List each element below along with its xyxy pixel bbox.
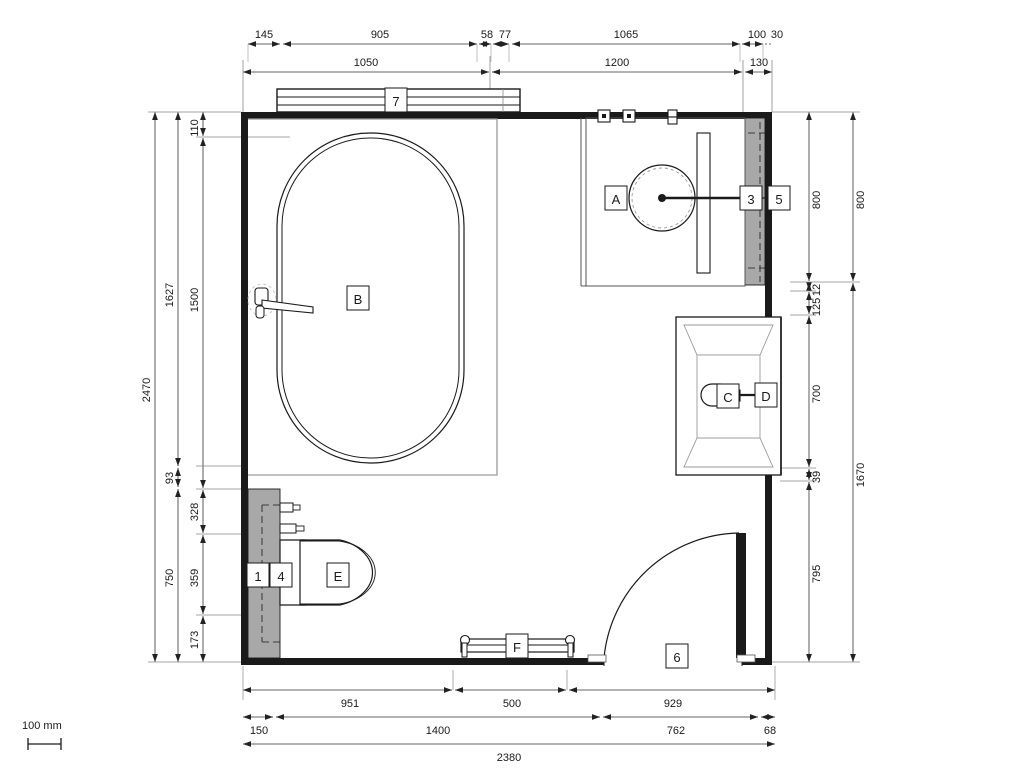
door-swing-arc: [603, 532, 740, 659]
tag-D[interactable]: D: [754, 382, 778, 408]
tag-3[interactable]: 3: [739, 185, 763, 211]
fixture-tags: A B C D E F: [326, 185, 778, 659]
dim-right-39: 39: [811, 471, 823, 483]
dim-right-125: 125: [811, 298, 823, 316]
shower-area: [580, 109, 768, 287]
dim-top-905: 905: [371, 29, 389, 41]
dimension-labels-bottom: 951 500 929 150 1400 762 68 2380: [250, 698, 776, 764]
dim-top-130: 130: [750, 57, 768, 69]
tag-5[interactable]: 5: [767, 185, 791, 211]
dim-left-1627: 1627: [164, 283, 176, 307]
tag-1-label: 1: [254, 569, 261, 584]
dimension-labels-right: 800 12 125 700 39 795 800 1670: [811, 191, 867, 583]
dim-bottom-762: 762: [667, 725, 685, 737]
tag-6[interactable]: 6: [665, 643, 689, 669]
dim-bottom-68: 68: [764, 725, 776, 737]
dim-bottom-2380: 2380: [497, 752, 521, 764]
dim-right-800: 800: [811, 191, 823, 209]
dim-right-1670: 1670: [855, 463, 867, 487]
tag-B-label: B: [354, 292, 363, 307]
door: [587, 532, 756, 663]
dimension-labels-top-outer: 145 905 58 77 1065 100 30: [255, 29, 783, 41]
dim-top-30: 30: [771, 29, 783, 41]
tag-3-label: 3: [747, 192, 754, 207]
tag-7[interactable]: 7: [384, 87, 408, 113]
tag-4[interactable]: 4: [269, 562, 293, 588]
tag-B[interactable]: B: [346, 285, 370, 311]
dim-left-2470: 2470: [141, 378, 153, 402]
tag-1[interactable]: 1: [246, 562, 270, 588]
dim-left-359: 359: [189, 569, 201, 587]
tag-A[interactable]: A: [604, 185, 628, 211]
dim-right-795: 795: [811, 565, 823, 583]
tag-D-label: D: [761, 389, 770, 404]
dim-left-750: 750: [164, 569, 176, 587]
tag-F[interactable]: F: [505, 633, 529, 659]
bathtub-platform: [248, 118, 498, 476]
tag-C[interactable]: C: [716, 383, 740, 409]
dim-right-700: 700: [811, 385, 823, 403]
bathtub-faucet: [247, 283, 314, 319]
tag-E[interactable]: E: [326, 562, 350, 588]
dimension-labels-top-inner: 1050 1200 130: [354, 57, 768, 69]
dim-top-58: 58: [481, 29, 493, 41]
dim-left-328: 328: [189, 503, 201, 521]
component-tags: 1 3 4 5 6 7: [246, 87, 791, 669]
tag-5-label: 5: [775, 192, 782, 207]
dimension-lines: [148, 41, 860, 747]
tag-F-label: F: [513, 640, 521, 655]
dim-right-outer-800: 800: [855, 191, 867, 209]
dim-top-1050: 1050: [354, 57, 378, 69]
dim-bottom-951: 951: [341, 698, 359, 710]
dim-left-110: 110: [189, 119, 201, 137]
dim-left-93: 93: [164, 472, 176, 484]
dim-bottom-929: 929: [664, 698, 682, 710]
dim-top-1065: 1065: [614, 29, 638, 41]
scale-bar: 100 mm: [22, 720, 62, 750]
dim-bottom-500: 500: [503, 698, 521, 710]
tag-7-label: 7: [392, 94, 399, 109]
scale-bar-label: 100 mm: [22, 720, 62, 732]
dimension-labels-left: 2470 1627 93 750 110 1500 328 359 173: [141, 119, 201, 649]
toilet: [279, 502, 376, 606]
dim-top-100: 100: [748, 29, 766, 41]
dim-left-173: 173: [189, 631, 201, 649]
tag-6-label: 6: [673, 650, 680, 665]
tag-C-label: C: [723, 390, 732, 405]
washbasin-unit: [675, 316, 782, 476]
dim-left-1500: 1500: [189, 288, 201, 312]
dim-top-1200: 1200: [605, 57, 629, 69]
dim-right-12: 12: [811, 284, 823, 296]
tag-E-label: E: [334, 569, 343, 584]
bathtub: [276, 132, 465, 464]
dim-top-145: 145: [255, 29, 273, 41]
dim-bottom-1400: 1400: [426, 725, 450, 737]
tag-A-label: A: [612, 192, 621, 207]
dim-bottom-150: 150: [250, 725, 268, 737]
dim-top-77: 77: [499, 29, 511, 41]
tag-4-label: 4: [277, 569, 284, 584]
